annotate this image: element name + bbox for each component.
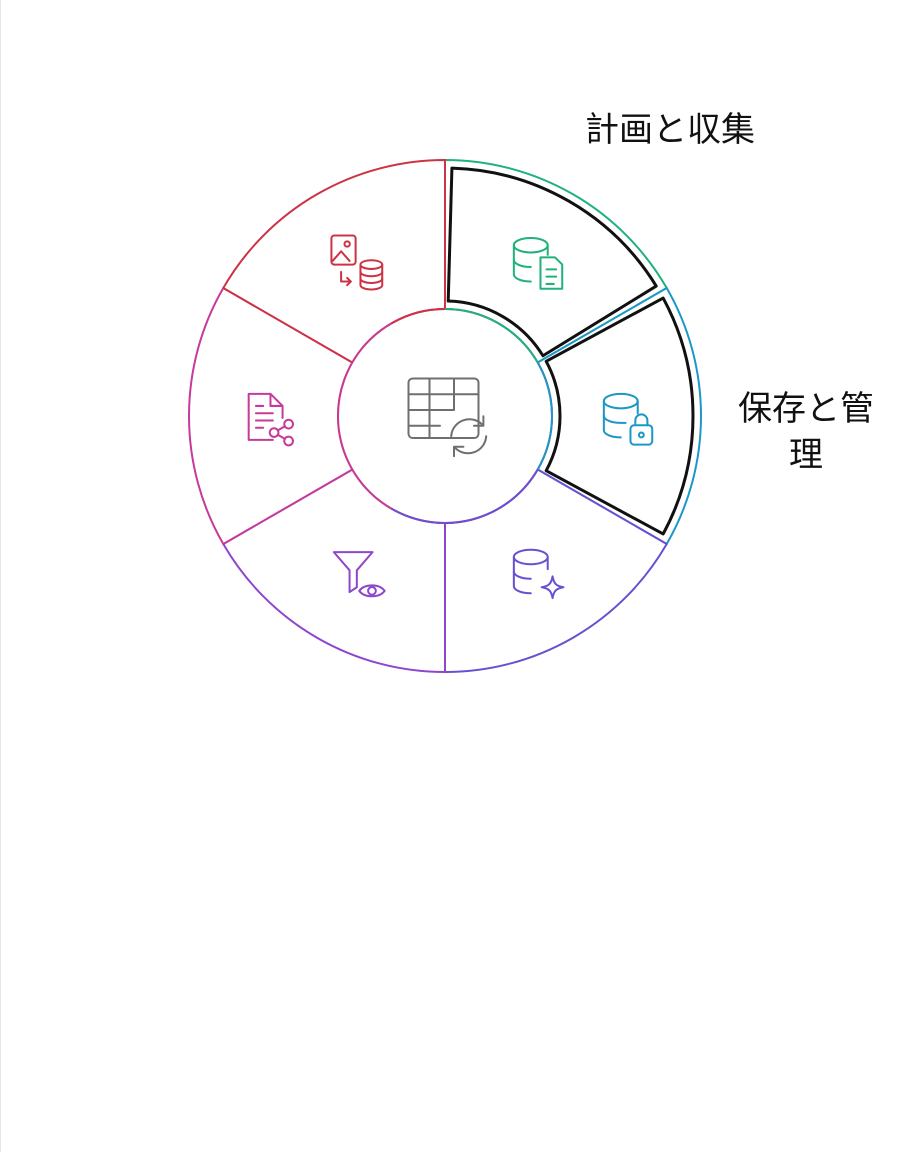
database-document-icon xyxy=(512,236,564,290)
page-edge-rule xyxy=(0,0,1,1152)
image-to-database-icon xyxy=(330,234,384,291)
center-ring-arc xyxy=(391,468,539,524)
center-circle xyxy=(337,308,553,524)
segment-label-planning: 計画と収集 xyxy=(585,110,755,150)
center-ring-arc xyxy=(536,362,553,470)
document-share-icon xyxy=(247,392,294,447)
segment-label-storage: 保存と管理 xyxy=(738,389,874,475)
center-ring-arc xyxy=(444,308,539,364)
center-ring-arc xyxy=(391,308,446,325)
table-refresh-icon xyxy=(407,377,488,458)
database-sparkle-icon xyxy=(512,548,565,600)
database-lock-icon xyxy=(602,392,654,446)
segment-planning-highlight xyxy=(446,166,658,358)
filter-eye-icon xyxy=(332,551,386,598)
segment-storage-highlight xyxy=(544,296,695,536)
